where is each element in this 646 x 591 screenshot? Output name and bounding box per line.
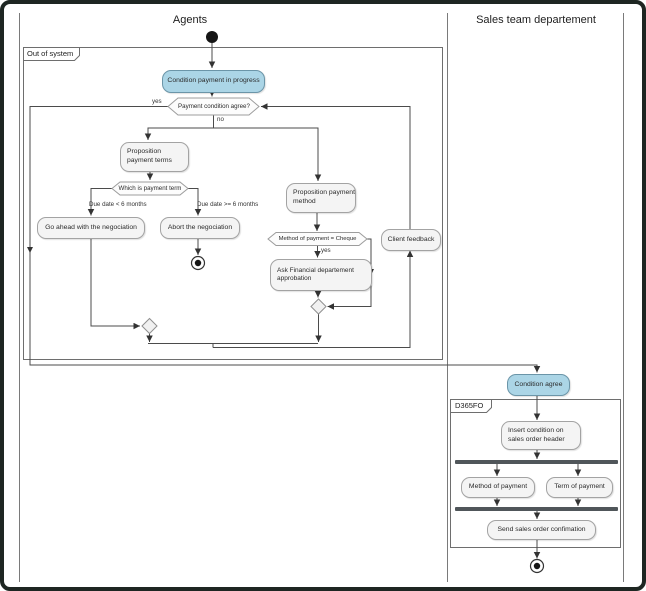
initial-node <box>206 31 218 43</box>
activity-insert-condition-sales-order: Insert condition on sales order header <box>501 421 581 450</box>
edge-label-yes-agree: yes <box>152 98 162 105</box>
final-node-abort <box>190 255 206 271</box>
merge-diamond-left <box>141 317 158 335</box>
activity-send-sales-order-confirmation: Send sales order confimation <box>487 520 596 540</box>
final-node-sales <box>529 558 545 574</box>
activity-method-of-payment: Method of payment <box>461 477 535 498</box>
edge-label-no-agree: no <box>217 116 224 123</box>
activity-ask-financial-approbation: Ask Financial departement approbation <box>270 259 372 291</box>
frame-out-of-system <box>23 47 443 360</box>
edges <box>29 43 582 559</box>
activity-condition-payment-in-progress: Condition payment in progress <box>162 70 265 93</box>
activity-term-of-payment: Term of payment <box>546 477 613 498</box>
frame-d365fo <box>450 399 621 548</box>
decision-cheque-shape <box>267 232 368 246</box>
frame-label-out-of-system: Out of system <box>27 49 74 58</box>
frame-label-d365fo: D365FO <box>455 401 484 410</box>
mid-arrow-yes-loop <box>27 247 33 253</box>
activity-go-ahead-negociation: Go ahead with the negociation <box>37 217 145 239</box>
activity-proposition-payment-method: Proposition payment method <box>286 183 356 213</box>
lane-title-agents: Agents <box>172 14 208 26</box>
edge-label-yes-cheque: yes <box>321 247 331 254</box>
decision-payment-condition-shape <box>167 97 260 116</box>
edge-label-due-ge-6-months: Due date >= 6 months <box>197 201 259 208</box>
join-bar <box>455 507 618 511</box>
decision-which-term-shape <box>111 181 189 196</box>
activity-client-feedback: Client feedback <box>381 229 441 251</box>
activity-proposition-payment-terms: Proposition payment terms <box>120 142 189 172</box>
edge-label-due-lt-6-months: Due date < 6 months <box>89 201 147 208</box>
swimlane-borders <box>19 13 624 582</box>
fork-bar <box>455 460 618 464</box>
activity-abort-negociation: Abort the negociation <box>160 217 240 239</box>
lane-title-sales: Sales team departement <box>476 14 596 26</box>
decision-payment-condition-label: Payment condition agree? <box>178 103 250 110</box>
decision-cheque-label: Method of payment = Cheque <box>278 236 357 242</box>
merge-diamond-right <box>310 298 327 315</box>
activity-condition-agree: Condition agree <box>507 374 570 396</box>
decision-which-term-label: Which is payment term <box>118 185 182 192</box>
